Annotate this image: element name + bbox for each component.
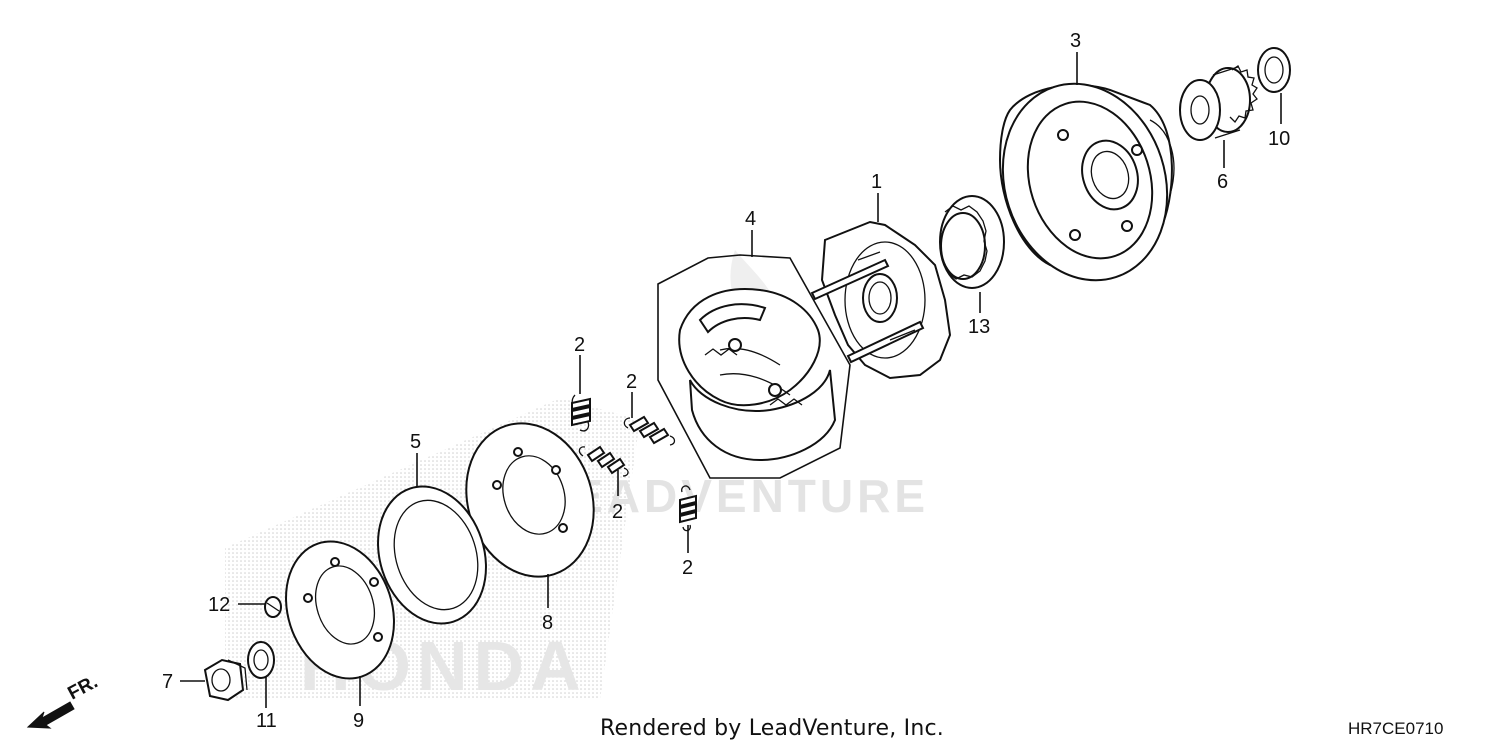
part-12-clip [264, 596, 282, 618]
render-credit: Rendered by LeadVenture, Inc. [600, 716, 944, 741]
part-5-ring [377, 485, 487, 625]
callout-7: 7 [162, 671, 173, 693]
callout-2c: 2 [612, 501, 623, 523]
part-2-spring-a [571, 394, 591, 432]
diagram-code: HR7CE0710 [1348, 719, 1444, 738]
part-2-spring-d [679, 485, 697, 532]
part-10-washer [1257, 47, 1291, 93]
callout-1: 1 [871, 171, 882, 193]
leader-lines [180, 52, 1282, 708]
part-2-spring-c [578, 445, 629, 477]
callout-6: 6 [1217, 171, 1228, 193]
part-4-clutch-weights [657, 254, 851, 479]
callout-2d: 2 [682, 557, 693, 579]
callout-10: 10 [1268, 128, 1290, 150]
callout-2a: 2 [574, 334, 585, 356]
callout-12: 12 [208, 594, 230, 616]
callout-2b: 2 [626, 371, 637, 393]
callout-4: 4 [745, 208, 756, 230]
callout-3: 3 [1070, 30, 1081, 52]
callout-11: 11 [256, 710, 277, 732]
front-label: FR. [64, 672, 101, 705]
callouts: 3 1 4 13 6 10 2 2 2 2 5 8 9 12 7 11 [162, 30, 1290, 732]
part-9-plate [285, 540, 395, 680]
callout-5: 5 [410, 431, 421, 453]
part-6-gear [1179, 65, 1258, 141]
part-1-drive-plate [810, 220, 952, 380]
callout-13: 13 [968, 316, 990, 338]
callout-9: 9 [353, 710, 364, 732]
part-13-one-way-clutch [939, 195, 1005, 289]
part-3-clutch-outer [998, 82, 1175, 282]
part-8-plate [465, 422, 595, 578]
part-2-spring-b [623, 415, 676, 446]
part-7-nut [203, 658, 248, 702]
front-direction-indicator: FR. [26, 672, 101, 729]
part-11-washer [247, 641, 275, 679]
callout-8: 8 [542, 612, 553, 634]
